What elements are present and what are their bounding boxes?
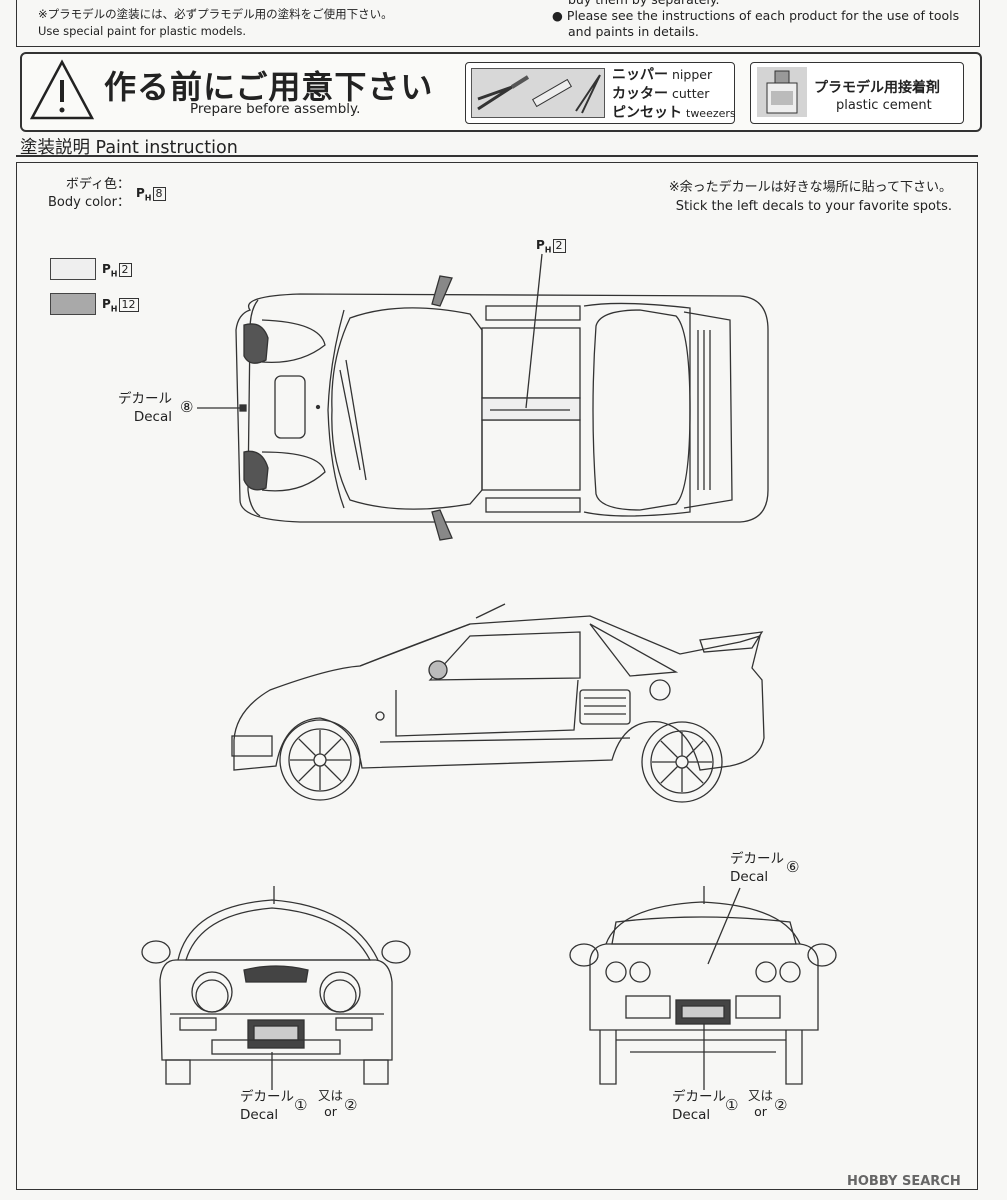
leftover-jp: ※余ったデカールは好きな場所に貼って下さい。 [668, 180, 952, 195]
plate-num-a-front: ① [294, 1096, 308, 1114]
cement-en: plastic cement [836, 98, 932, 113]
section-title: 塗装説明 Paint instruction [20, 138, 238, 158]
leftover-decal-note: ※余ったデカールは好きな場所に貼って下さい。 Stick the left de… [640, 178, 952, 216]
cement-jp: プラモデル用接着剤 [814, 80, 940, 96]
top-notes-frame [16, 0, 980, 47]
decal-label-rear-emblem: デカール Decal [730, 851, 784, 885]
decal-label-rear-plate: デカール Decal [672, 1089, 726, 1123]
leftover-en: Stick the left decals to your favorite s… [675, 199, 952, 214]
paint-note-jp: ※プラモデルの塗装には、必ずプラモデル用の塗料をご使用下さい。 [38, 7, 393, 21]
prepare-title-en: Prepare before assembly. [190, 101, 361, 117]
swatch-light-gray [50, 258, 96, 280]
tools-note: buy them by separately. ● Please see the… [552, 0, 959, 40]
watermark: HOBBY SEARCH [847, 1174, 961, 1189]
tools-photo [471, 68, 605, 118]
cut-text: buy them by separately. [568, 0, 959, 8]
swatch-dark-gray [50, 293, 96, 315]
plate-num-b-rear: ② [774, 1096, 788, 1114]
paint-instruction-frame [16, 162, 978, 1190]
body-color-jp: ボディ色： [65, 177, 130, 192]
section-rule [16, 155, 978, 157]
tools-note-line2: and paints in details. [568, 24, 699, 39]
bullet-icon: ● [552, 8, 563, 23]
prepare-title-jp: 作る前にご用意下さい [104, 68, 434, 106]
body-color-label: ボディ色： Body color： [48, 176, 130, 212]
tools-note-line1: Please see the instructions of each prod… [566, 8, 960, 23]
paint-note: ※プラモデルの塗装には、必ずプラモデル用の塗料をご使用下さい。 Use spec… [38, 6, 393, 40]
decal-num-top: ⑧ [180, 398, 194, 416]
paint-note-en: Use special paint for plastic models. [38, 24, 247, 38]
decal-label-top: デカール Decal [118, 391, 172, 425]
decal-num-rear: ⑥ [786, 858, 800, 876]
plate-num-a-rear: ① [725, 1096, 739, 1114]
plate-num-b-front: ② [344, 1096, 358, 1114]
warning-icon [29, 59, 95, 120]
cement-bottle-icon [757, 67, 807, 117]
body-color-en: Body color： [48, 195, 130, 210]
decal-label-front: デカール Decal [240, 1089, 294, 1123]
